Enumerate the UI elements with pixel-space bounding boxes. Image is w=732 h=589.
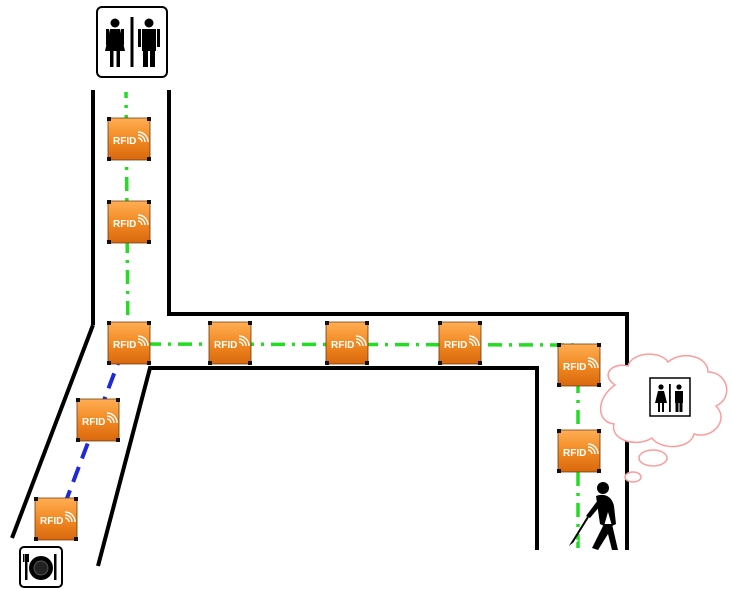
rfid-tag-label: RFID xyxy=(444,340,467,351)
rfid-tag-label: RFID xyxy=(331,340,354,351)
rfid-tag-label: RFID xyxy=(113,219,136,230)
thought-bubble-restroom-icon xyxy=(600,353,728,483)
route-to-restroom xyxy=(124,91,580,548)
signal-icon xyxy=(587,443,599,455)
rfid-tag-label: RFID xyxy=(113,136,136,147)
rfid-tag: RFID xyxy=(76,398,120,442)
corridor-walls xyxy=(10,90,629,567)
rfid-tag: RFID xyxy=(107,321,151,365)
signal-icon xyxy=(106,412,118,424)
route-to-restaurant xyxy=(56,349,125,523)
signal-icon xyxy=(137,335,149,347)
wall-inner-top xyxy=(167,90,629,550)
signal-icon xyxy=(587,357,599,369)
signal-icon xyxy=(238,335,250,347)
rfid-tag: RFID xyxy=(107,117,151,161)
rfid-tag-label: RFID xyxy=(563,448,586,459)
signal-icon xyxy=(468,335,480,347)
signal-icon xyxy=(355,335,367,347)
signal-icon xyxy=(137,131,149,143)
restroom-sign-icon xyxy=(96,6,168,78)
rfid-tag-label: RFID xyxy=(40,516,63,527)
rfid-tag: RFID xyxy=(325,321,369,365)
rfid-tag: RFID xyxy=(438,321,482,365)
signal-icon xyxy=(64,511,76,523)
rfid-tags: RFID RFID RFID RFID RFID RFID RFID RFID RFID RFID xyxy=(34,117,601,541)
rfid-tag-label: RFID xyxy=(563,362,586,373)
rfid-tag: RFID xyxy=(557,343,601,387)
rfid-tag: RFID xyxy=(34,497,78,541)
rfid-tag-label: RFID xyxy=(214,340,237,351)
wall-inner-bottom xyxy=(96,366,539,567)
wall-left-diagonal xyxy=(10,324,95,539)
signal-icon xyxy=(137,214,149,226)
rfid-tag: RFID xyxy=(557,429,601,473)
restaurant-sign-icon xyxy=(19,546,63,588)
rfid-tag: RFID xyxy=(107,200,151,244)
rfid-tag: RFID xyxy=(208,321,252,365)
blind-person-with-cane-icon xyxy=(569,482,618,550)
rfid-tag-label: RFID xyxy=(82,417,105,428)
rfid-tag-label: RFID xyxy=(113,340,136,351)
